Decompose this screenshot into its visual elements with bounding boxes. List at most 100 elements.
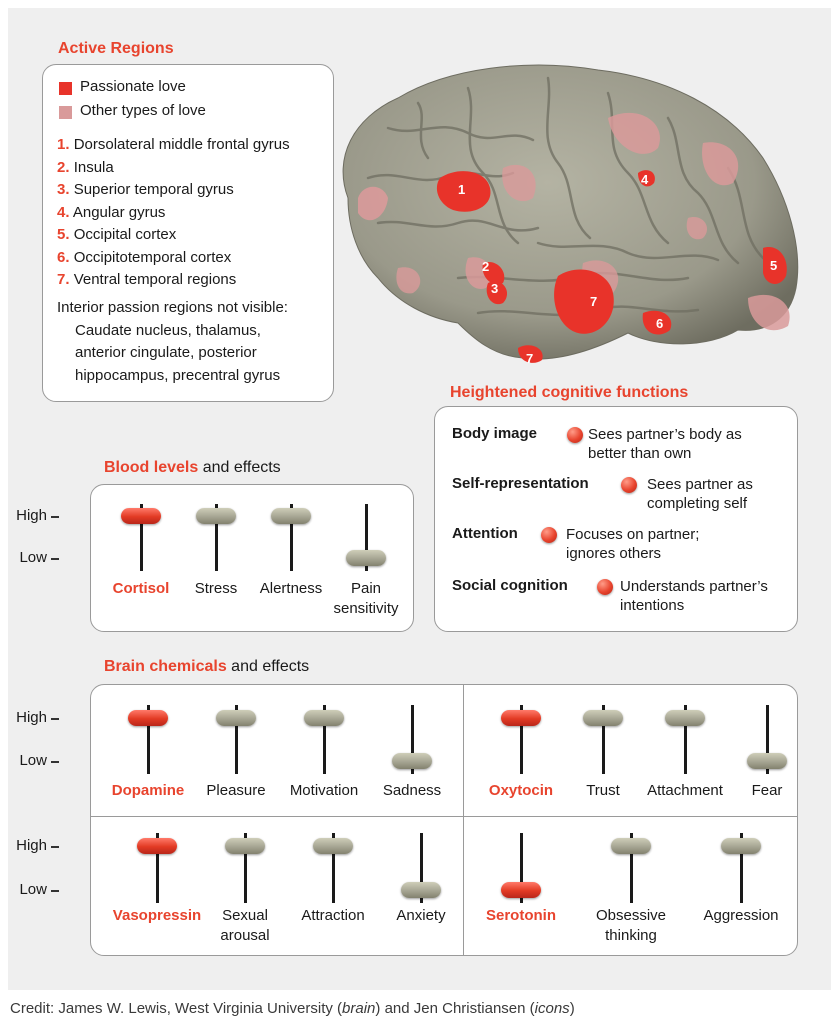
axis-high-label: High — [16, 837, 47, 854]
axis-low-tick — [51, 558, 59, 560]
level-label-line: Obsessive — [595, 907, 667, 924]
region-name: Insula — [73, 158, 114, 176]
level-label-line: Trust — [586, 782, 620, 799]
chemicals-divider-horizontal — [91, 816, 797, 817]
cognitive-marker-icon — [567, 427, 583, 443]
brain-marker-4: 4 — [641, 172, 649, 187]
axis-low-label: Low — [19, 881, 47, 898]
level-stick — [331, 833, 335, 903]
axis-low-label: Low — [19, 752, 47, 769]
cognitive-desc-line: Focuses on partner; — [566, 526, 700, 543]
other-love-swatch — [59, 106, 72, 119]
level-knob — [137, 838, 177, 854]
level-label: Attachment — [630, 781, 740, 801]
level-label: Attraction — [278, 906, 388, 926]
legend-other-love: Other types of love — [80, 102, 206, 119]
level-label-line: Sexual — [222, 907, 268, 924]
passion-patches — [436, 170, 787, 363]
level-knob — [501, 882, 541, 898]
region-item: 2. Insula — [57, 159, 114, 176]
level-label-line: Dopamine — [111, 782, 185, 799]
region-item: 1. Dorsolateral middle frontal gyrus — [57, 136, 290, 153]
level-label-line: Anxiety — [396, 907, 446, 924]
level-knob — [401, 882, 441, 898]
level-label: Stress — [161, 579, 271, 599]
cognitive-marker-icon — [621, 477, 637, 493]
level-knob — [304, 710, 344, 726]
chemicals-title: Brain chemicals and effects — [104, 658, 310, 675]
level-stick — [683, 705, 687, 774]
level-stick — [410, 705, 414, 774]
level-knob — [216, 710, 256, 726]
level-stick — [322, 705, 326, 774]
region-number: 2. — [57, 158, 70, 176]
brain-marker-7a: 7 — [590, 294, 597, 309]
region-name: Ventral temporal regions — [73, 271, 237, 288]
region-item: 6. Occipitotemporal cortex — [57, 249, 231, 266]
region-item: 4. Angular gyrus — [57, 204, 165, 221]
axis-high-tick — [51, 718, 59, 720]
interior-note-line: anterior cingulate, posterior — [75, 344, 257, 361]
level-label-line: Pleasure — [206, 782, 266, 799]
brain-marker-5: 5 — [770, 258, 777, 273]
level-label: Trust — [548, 781, 658, 801]
cognitive-desc-line: intentions — [620, 597, 685, 614]
level-knob — [128, 710, 168, 726]
level-knob — [346, 550, 386, 566]
level-stick — [519, 705, 523, 774]
level-label: Aggression — [686, 906, 796, 926]
region-number: 7. — [57, 271, 70, 288]
brain-marker-1: 1 — [458, 182, 465, 197]
level-label: Oxytocin — [466, 781, 576, 801]
level-label-line: Attraction — [301, 907, 365, 924]
cognitive-desc-line: ignores others — [566, 545, 662, 562]
region-name: Angular gyrus — [72, 203, 166, 221]
region-name: Occipitotemporal cortex — [73, 248, 232, 266]
level-stick — [519, 833, 523, 903]
region-name: Occipital cortex — [73, 226, 177, 243]
brain-marker-3: 3 — [491, 281, 498, 296]
credit-line: Credit: James W. Lewis, West Virginia Un… — [10, 1000, 575, 1017]
level-knob — [121, 508, 161, 524]
level-label: Pleasure — [181, 781, 291, 801]
level-label-line: Motivation — [289, 782, 359, 799]
level-stick — [139, 504, 143, 571]
cognitive-desc-line: Understands partner’s — [620, 578, 768, 595]
axis-high-tick — [51, 516, 59, 518]
level-label-line: Sadness — [382, 782, 442, 799]
blood-title: Blood levels and effects — [104, 459, 281, 476]
level-label: Alertness — [236, 579, 346, 599]
level-stick — [146, 705, 150, 774]
level-stick — [601, 705, 605, 774]
level-label-line: Alertness — [259, 580, 323, 597]
cognitive-item-name: Self-representation — [452, 475, 589, 492]
level-label-line: Serotonin — [486, 907, 556, 924]
level-label: Anxiety — [366, 906, 476, 926]
cognitive-desc-line: completing self — [647, 495, 748, 512]
level-knob — [313, 838, 353, 854]
axis-high-label: High — [16, 507, 47, 524]
region-number: 1. — [57, 136, 70, 153]
level-label: Serotonin — [466, 906, 576, 926]
level-knob — [583, 710, 623, 726]
level-label-line: sensitivity — [333, 600, 399, 617]
level-label: Sexual arousal — [190, 906, 300, 946]
level-label: Sadness — [357, 781, 467, 801]
brain-marker-6: 6 — [656, 316, 663, 331]
passionate-love-swatch — [59, 82, 72, 95]
interior-note-line: Caudate nucleus, thalamus, — [75, 321, 261, 339]
region-name: Superior temporal gyrus — [73, 181, 234, 198]
interior-note-line: hippocampus, precentral gyrus — [75, 366, 281, 384]
region-item: 3. Superior temporal gyrus — [57, 181, 234, 198]
cognitive-item-desc: Understands partner’s intentions — [620, 577, 768, 615]
interior-note-line: Interior passion regions not visible: — [57, 299, 288, 316]
axis-high-label: High — [16, 709, 47, 726]
level-stick — [739, 833, 743, 903]
level-label-line: arousal — [220, 927, 270, 944]
figure-panel: Active Regions Passionate love Other typ… — [8, 8, 831, 990]
axis-low-tick — [51, 890, 59, 892]
cognitive-item-desc: Focuses on partner; ignores others — [566, 525, 699, 563]
